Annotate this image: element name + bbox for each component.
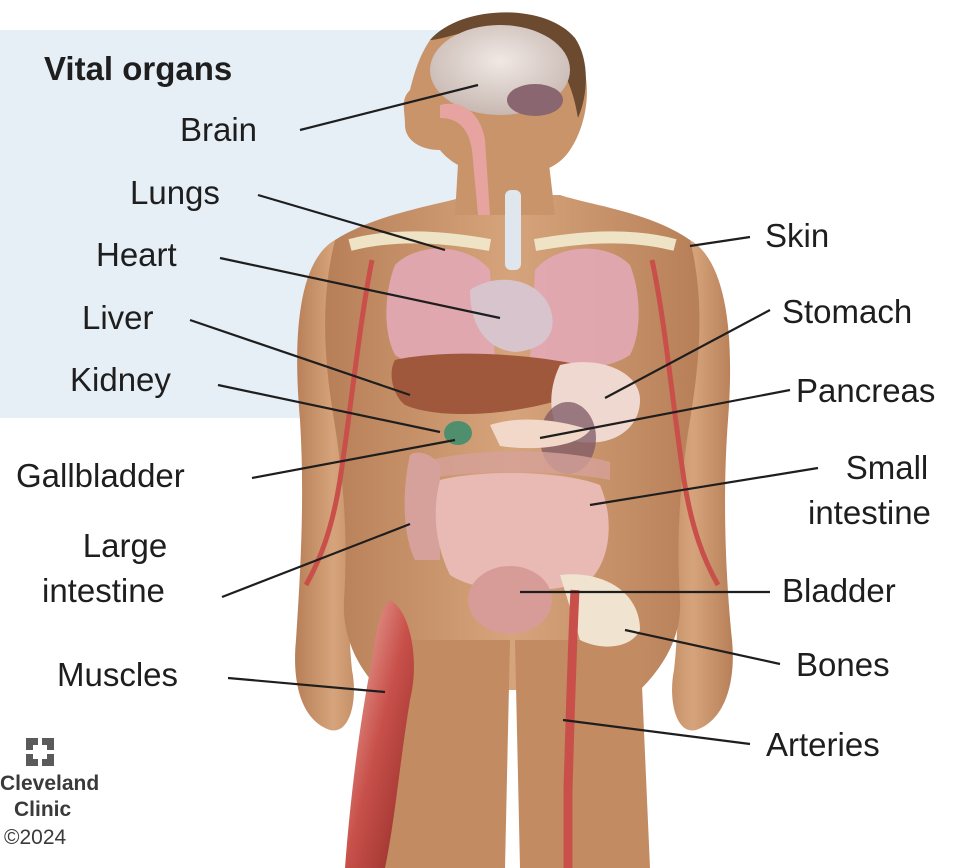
label-muscles: Muscles	[57, 656, 178, 694]
copyright-text: ©2024	[4, 826, 66, 850]
label-small-intestine-line1: Small	[812, 449, 962, 487]
label-heart: Heart	[96, 236, 177, 274]
label-pancreas: Pancreas	[796, 372, 935, 410]
logo-text-line2: Clinic	[14, 798, 71, 822]
label-brain: Brain	[180, 111, 257, 149]
diagram-title: Vital organs	[44, 50, 232, 88]
label-bones: Bones	[796, 646, 890, 684]
label-liver: Liver	[82, 299, 154, 337]
label-large-intestine-line1: Large	[60, 527, 190, 565]
label-gallbladder: Gallbladder	[16, 457, 185, 495]
label-stomach: Stomach	[782, 293, 912, 331]
label-large-intestine-line2: intestine	[42, 572, 165, 610]
leader-skin	[690, 237, 750, 246]
logo-text-line1: Cleveland	[0, 772, 99, 796]
bladder-shape	[468, 566, 552, 634]
label-bladder: Bladder	[782, 572, 896, 610]
cleveland-clinic-logo-icon	[26, 738, 54, 766]
label-small-intestine-line2: intestine	[808, 494, 931, 532]
label-arteries: Arteries	[766, 726, 880, 764]
trachea-shape	[505, 190, 521, 270]
label-kidney: Kidney	[70, 361, 171, 399]
cerebellum-shape	[507, 84, 563, 116]
label-lungs: Lungs	[130, 174, 220, 212]
label-skin: Skin	[765, 217, 829, 255]
